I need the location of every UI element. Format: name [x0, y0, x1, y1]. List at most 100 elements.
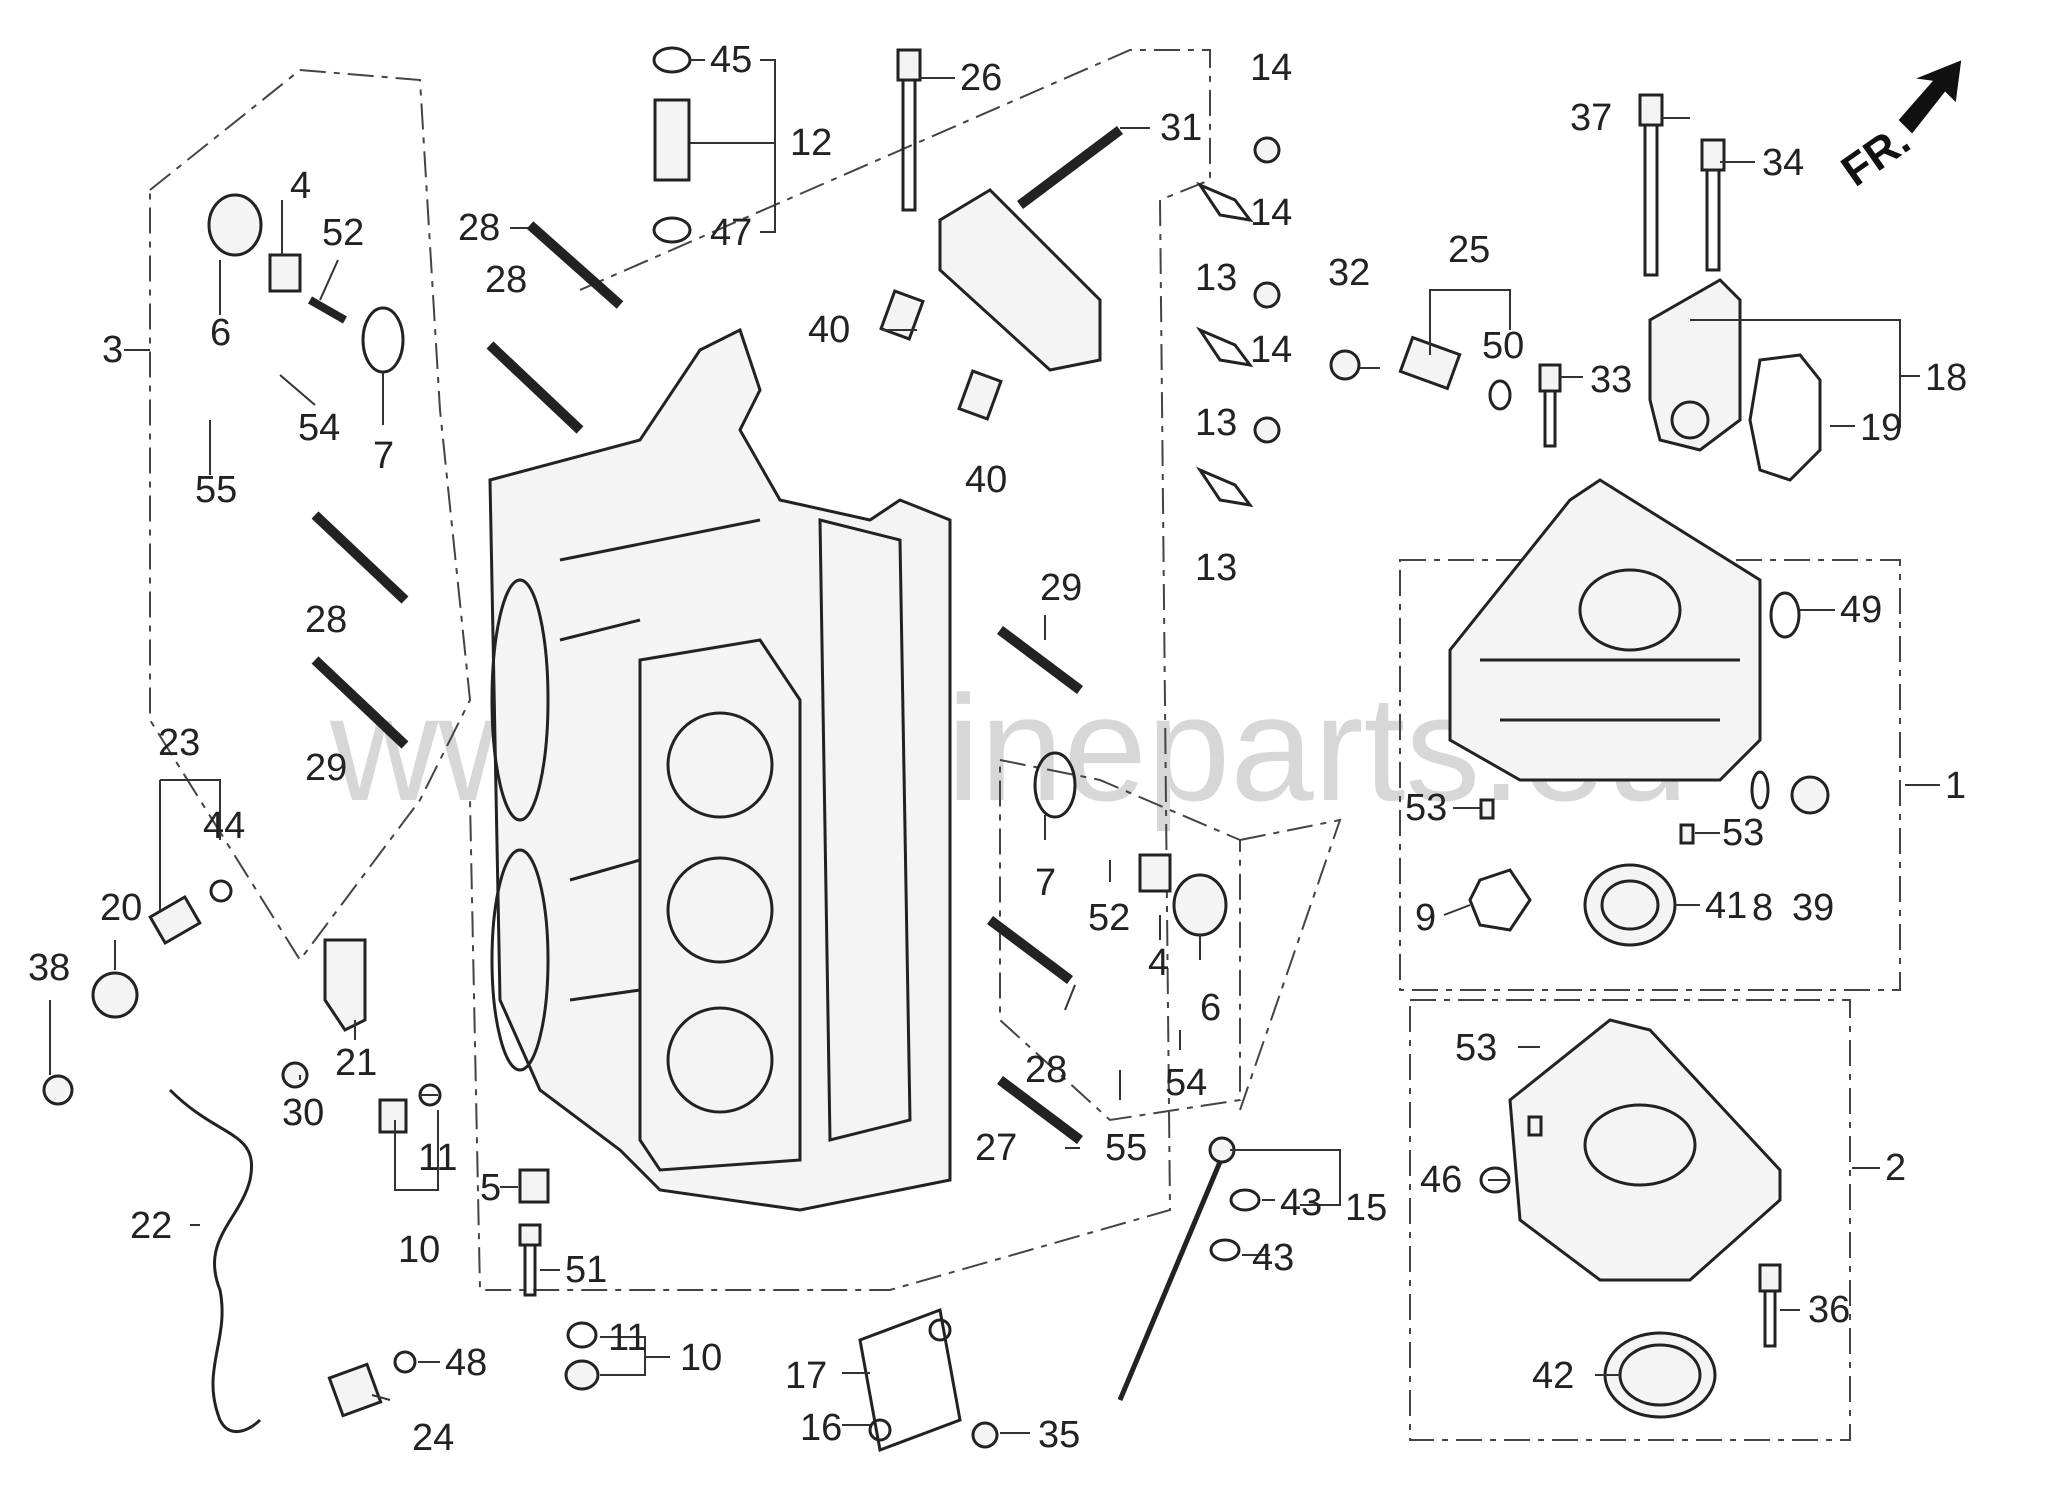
callout-20: 20: [100, 887, 142, 929]
callout-49: 49: [1840, 589, 1882, 631]
callout-35: 35: [1038, 1414, 1080, 1456]
callout-10a: 10: [398, 1229, 440, 1271]
o-ring-50[interactable]: [1488, 379, 1512, 411]
callout-53b: 53: [1722, 812, 1764, 854]
screws-14[interactable]: [1253, 136, 1281, 444]
callout-16: 16: [800, 1407, 842, 1449]
o-ring-44[interactable]: [209, 879, 233, 903]
callout-53a: 53: [1405, 787, 1447, 829]
callout-28c: 28: [305, 599, 347, 641]
bolt-35[interactable]: [971, 1421, 999, 1449]
callout-7a: 7: [373, 435, 394, 477]
plug-39[interactable]: [1790, 775, 1830, 815]
bolt-32[interactable]: [1329, 349, 1361, 381]
dowel-pin-40a[interactable]: [879, 289, 925, 341]
wire-harness-22[interactable]: [168, 1088, 262, 1433]
callout-29b: 29: [305, 747, 347, 789]
callout-48: 48: [445, 1342, 487, 1384]
callout-13b: 13: [1195, 402, 1237, 444]
knock-sensor[interactable]: [91, 971, 139, 1019]
callout-27: 27: [975, 1127, 1017, 1169]
bracket[interactable]: [938, 188, 1102, 372]
plug-assembly-3[interactable]: [207, 193, 405, 374]
callout-55b: 55: [1105, 1127, 1147, 1169]
collar-5[interactable]: [518, 1168, 550, 1204]
callout-53c: 53: [1455, 1027, 1497, 1069]
callout-34: 34: [1762, 142, 1804, 184]
plug-assembly-55[interactable]: [1033, 751, 1228, 937]
lower-cover[interactable]: [1508, 1018, 1782, 1282]
callout-14b: 14: [1250, 192, 1292, 234]
callout-31: 31: [1160, 107, 1202, 149]
callout-42: 42: [1532, 1355, 1574, 1397]
callout-18: 18: [1925, 357, 1967, 399]
gasket-19[interactable]: [1748, 353, 1822, 482]
dipstick-15[interactable]: [1117, 1136, 1236, 1401]
front-cover[interactable]: [1448, 478, 1762, 782]
callout-47: 47: [710, 212, 752, 254]
o-ring-49[interactable]: [1769, 591, 1801, 639]
washer-8[interactable]: [1750, 770, 1770, 810]
callout-13a: 13: [1195, 257, 1237, 299]
callout-4b: 4: [1148, 942, 1169, 984]
clips-13[interactable]: [1195, 181, 1254, 508]
sensor-20[interactable]: [148, 894, 202, 946]
callout-17: 17: [785, 1355, 827, 1397]
bolt-38[interactable]: [42, 1074, 74, 1106]
callout-12: 12: [790, 122, 832, 164]
callout-44: 44: [203, 805, 245, 847]
callout-6a: 6: [210, 312, 231, 354]
callout-28d: 28: [1025, 1049, 1067, 1091]
o-ring-48[interactable]: [393, 1350, 417, 1374]
bolt-37[interactable]: [1638, 93, 1664, 277]
callout-23: 23: [158, 722, 200, 764]
bracket-21[interactable]: [323, 938, 367, 1032]
callout-36: 36: [1808, 1289, 1850, 1331]
dowel-pin-40b[interactable]: [957, 369, 1003, 421]
callout-19: 19: [1860, 407, 1902, 449]
gasket-9[interactable]: [1468, 868, 1532, 932]
plug-12[interactable]: [652, 46, 692, 244]
callout-40a: 40: [808, 309, 850, 351]
bolts-28-29[interactable]: [311, 126, 1123, 1144]
bolt-30[interactable]: [281, 1061, 309, 1089]
bolt-26[interactable]: [896, 48, 922, 212]
front-direction-indicator: FR.: [1833, 60, 1962, 196]
callout-5: 5: [480, 1167, 501, 1209]
callout-55a: 55: [195, 469, 237, 511]
bolt-34[interactable]: [1700, 138, 1726, 272]
group-outline-3: [149, 68, 472, 962]
cylinder-block[interactable]: [488, 327, 952, 1212]
pin-53[interactable]: [1479, 798, 1695, 1137]
callout-1: 1: [1945, 765, 1966, 807]
callout-52b: 52: [1088, 897, 1130, 939]
callout-40b: 40: [965, 459, 1007, 501]
callout-46: 46: [1420, 1159, 1462, 1201]
callout-11b: 11: [608, 1317, 647, 1359]
callout-54b: 54: [1165, 1062, 1207, 1104]
bolt-36[interactable]: [1758, 1263, 1782, 1348]
callout-15: 15: [1345, 1187, 1387, 1229]
group-outline-2: [1409, 999, 1851, 1441]
callout-33: 33: [1590, 359, 1632, 401]
oil-seal-41[interactable]: [1583, 863, 1677, 947]
thermostat-housing[interactable]: [1648, 278, 1742, 452]
callout-37: 37: [1570, 97, 1612, 139]
sensor-24[interactable]: [327, 1362, 383, 1418]
callout-10b: 10: [680, 1337, 722, 1379]
nut-11[interactable]: [564, 1321, 600, 1391]
bolt-33[interactable]: [1538, 363, 1562, 448]
o-rings-43[interactable]: [1209, 1188, 1261, 1262]
callout-54a: 54: [298, 407, 340, 449]
bracket-16[interactable]: [858, 1307, 962, 1453]
callout-30: 30: [282, 1092, 324, 1134]
oil-seal-42[interactable]: [1603, 1331, 1717, 1419]
callout-39: 39: [1792, 887, 1834, 929]
bolt-51[interactable]: [518, 1223, 542, 1297]
callout-13c: 13: [1195, 547, 1237, 589]
callout-28b: 28: [485, 259, 527, 301]
plug-10[interactable]: [378, 1098, 408, 1134]
callout-28a: 28: [458, 207, 500, 249]
oil-pressure-switch-25[interactable]: [1398, 335, 1462, 391]
group-outline-59: [1239, 818, 1342, 1111]
